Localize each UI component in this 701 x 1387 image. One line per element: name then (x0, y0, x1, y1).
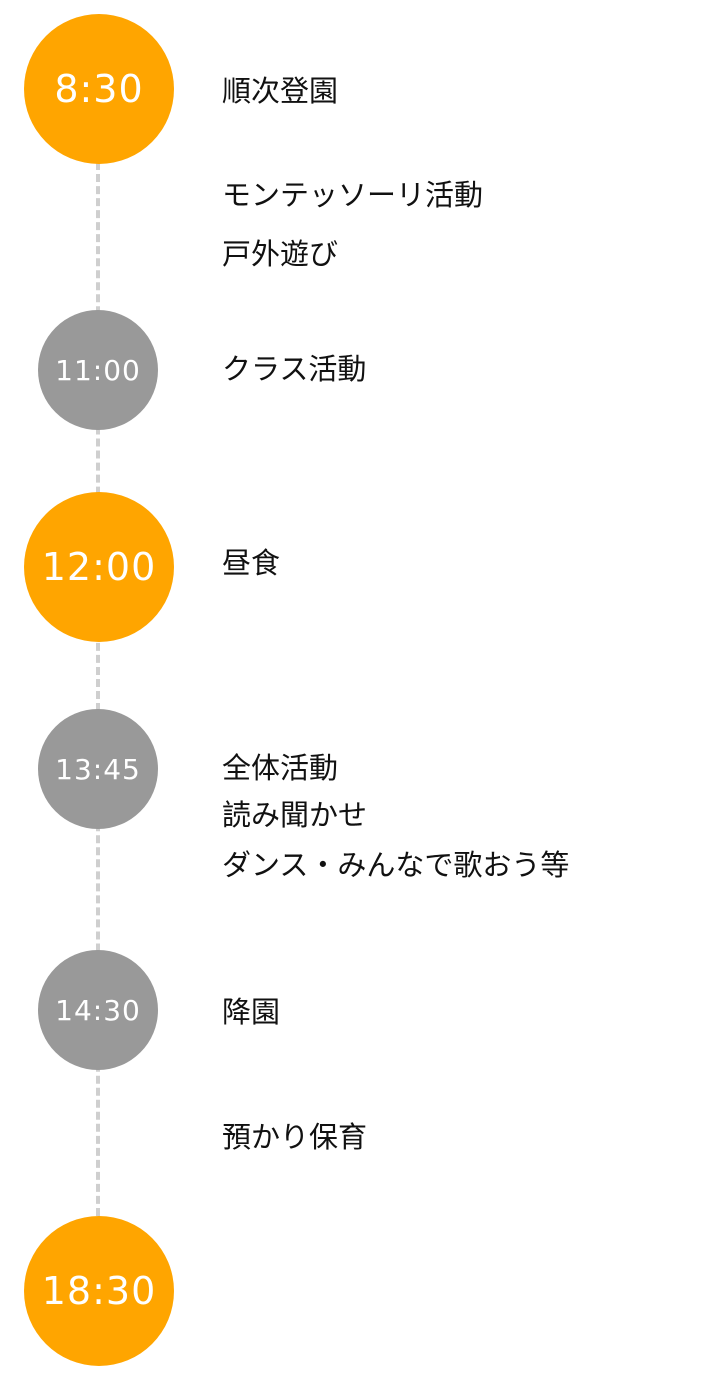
activity-arrival: 順次登園 (222, 74, 339, 108)
time-label: 8:30 (54, 67, 144, 111)
time-marker-1430: 14:30 (38, 950, 158, 1070)
time-label: 13:45 (55, 752, 141, 786)
activity-lunch: 昼食 (222, 546, 281, 580)
time-label: 11:00 (55, 353, 141, 387)
activity-class: クラス活動 (222, 352, 367, 386)
time-marker-1100: 11:00 (38, 310, 158, 430)
time-label: 12:00 (41, 545, 157, 589)
time-marker-0830: 8:30 (24, 14, 174, 164)
activity-montessori: モンテッソーリ活動 (222, 178, 484, 212)
activity-dance-singing: ダンス・みんなで歌おう等 (222, 848, 570, 882)
timeline-connector (96, 150, 100, 1240)
time-marker-1345: 13:45 (38, 709, 158, 829)
time-marker-1200: 12:00 (24, 492, 174, 642)
activity-group: 全体活動 (222, 751, 339, 785)
time-label: 14:30 (55, 993, 141, 1027)
activity-outdoor-play: 戸外遊び (222, 237, 339, 271)
time-label: 18:30 (41, 1269, 157, 1313)
time-marker-1830: 18:30 (24, 1216, 174, 1366)
activity-extended-care: 預かり保育 (222, 1120, 368, 1154)
activity-departure: 降園 (222, 995, 281, 1029)
activity-reading: 読み聞かせ (222, 798, 368, 832)
